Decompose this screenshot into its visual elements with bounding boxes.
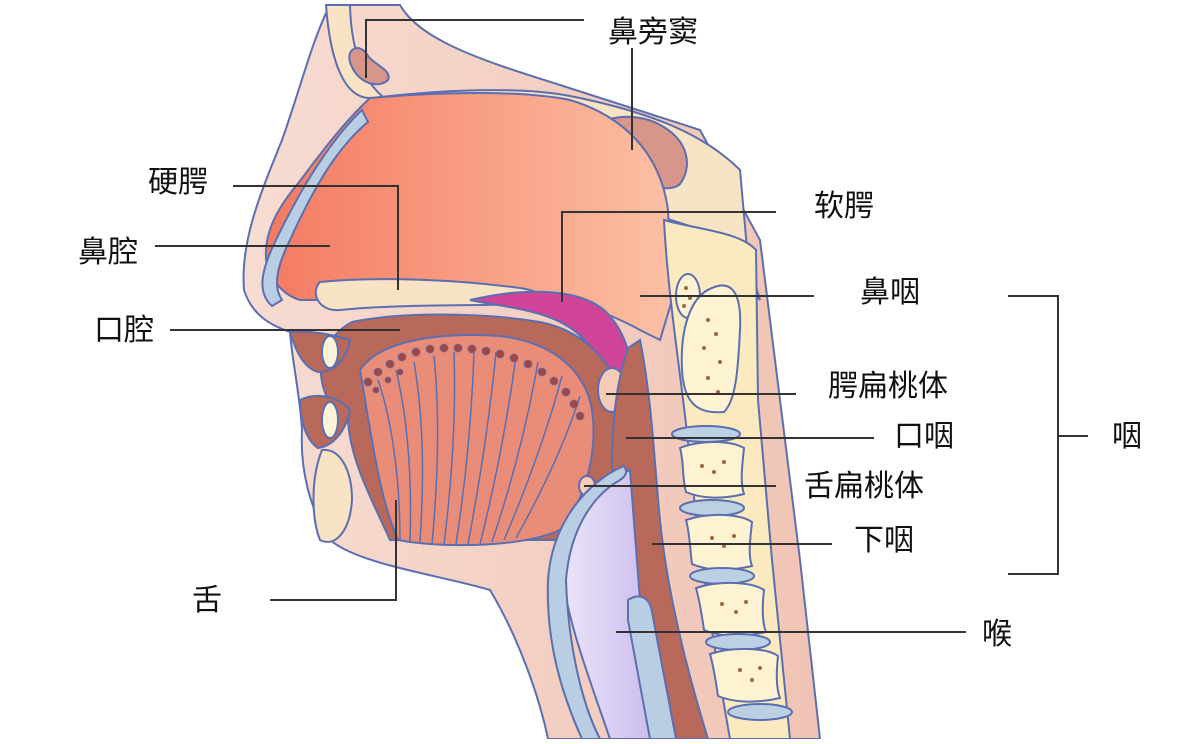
label-soft-palate: 软腭: [814, 189, 874, 224]
label-pharynx: 咽: [1112, 419, 1142, 454]
nasal-bone: [261, 108, 370, 308]
label-hard-palate: 硬腭: [148, 165, 208, 200]
label-lingual-tonsil: 舌扁桃体: [804, 469, 924, 504]
tongue-papillae: [363, 343, 585, 421]
bone-marrow-dots: [682, 286, 762, 682]
mandible: [312, 448, 354, 543]
label-tongue: 舌: [192, 583, 222, 618]
label-larynx: 喉: [982, 617, 1012, 652]
leader-soft-palate: [561, 211, 776, 302]
label-nasal-cavity: 鼻腔: [78, 235, 138, 270]
frontal-sinus: [348, 47, 390, 86]
label-palatine-tonsil: 腭扁桃体: [828, 369, 948, 404]
leader-tongue: [270, 500, 397, 601]
label-nasopharynx: 鼻咽: [860, 275, 920, 310]
pharynx-bracket: [1008, 295, 1088, 575]
vertebrae: [671, 273, 793, 721]
label-oral-cavity: 口腔: [94, 313, 154, 348]
lower-tooth: [321, 401, 339, 439]
leader-lines: [155, 19, 1088, 633]
epiglottis: [546, 464, 628, 740]
label-paranasal-sinus: 鼻旁窦: [608, 15, 698, 50]
label-oropharynx: 口咽: [894, 419, 954, 454]
label-hypopharynx: 下咽: [854, 523, 914, 558]
leader-hard-palate: [233, 185, 399, 290]
upper-tooth: [321, 335, 339, 369]
leader-paranasal-sinus-frontal: [365, 19, 584, 78]
tongue-muscle-fibers: [377, 349, 581, 545]
